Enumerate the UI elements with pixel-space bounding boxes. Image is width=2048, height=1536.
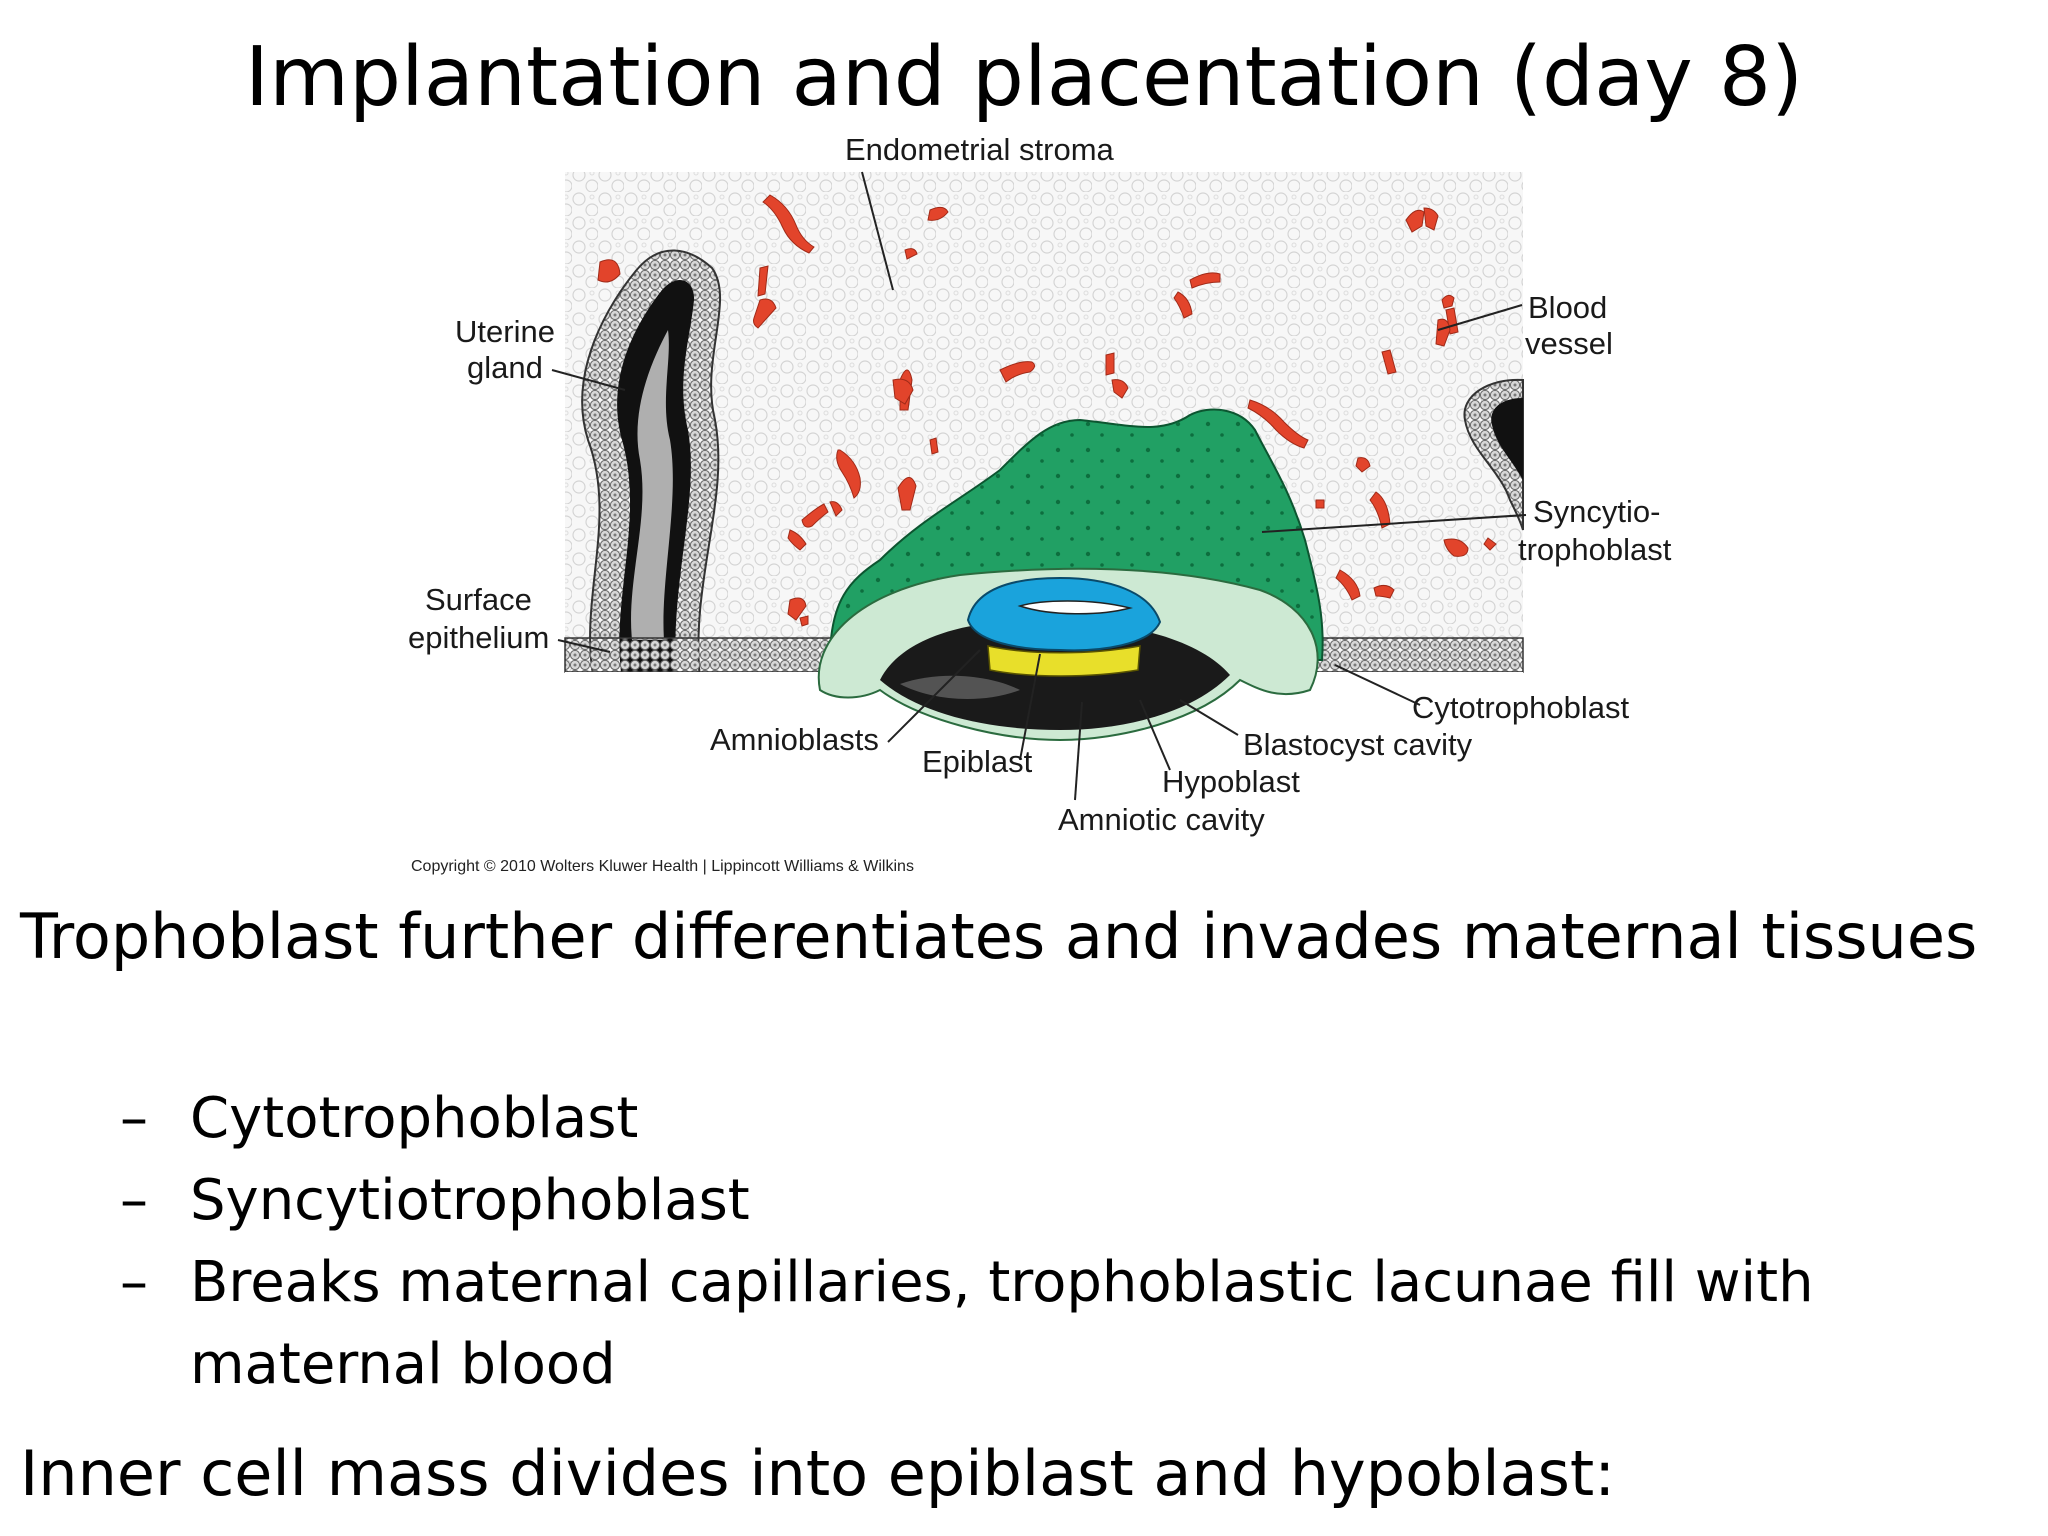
sub-point: – Syncytiotrophoblast (120, 1160, 2000, 1242)
diagram-labels: Endometrial stroma Uterine gland Blood v… (408, 132, 1672, 837)
uterine-gland-right (1463, 378, 1524, 531)
copyright-notice: Copyright © 2010 Wolters Kluwer Health |… (411, 858, 914, 875)
label-hypoblast: Hypoblast (1162, 764, 1300, 799)
epiblast (966, 576, 1162, 652)
label-cytotrophoblast: Cytotrophoblast (1412, 690, 1630, 725)
label-epiblast: Epiblast (922, 744, 1033, 779)
dash-marker: – (120, 1250, 148, 1315)
label-blood-vessel-line1: Blood (1528, 290, 1607, 325)
main-point: Trophoblast further differentiates and i… (20, 900, 1978, 973)
second-point: Inner cell mass divides into epiblast an… (20, 1437, 1616, 1510)
leader-lines (551, 171, 1527, 801)
dash-marker: – (120, 1168, 148, 1233)
sub-point-list: – Cytotrophoblast – Syncytiotrophoblast … (120, 1078, 2000, 1406)
label-syncytio-line2: trophoblast (1518, 532, 1672, 567)
label-amnioblasts: Amnioblasts (710, 722, 879, 757)
sub-point-text: Syncytiotrophoblast (190, 1168, 750, 1233)
sub-point-text: Cytotrophoblast (190, 1086, 639, 1151)
hypoblast (987, 645, 1141, 677)
label-syncytio-line1: Syncytio- (1533, 494, 1660, 529)
label-blastocyst-cavity: Blastocyst cavity (1243, 727, 1473, 762)
sub-point: – Cytotrophoblast (120, 1078, 2000, 1160)
blood-vessels (597, 194, 1497, 627)
amniotic-cavity (1017, 600, 1131, 615)
implantation-diagram: Endometrial stroma Uterine gland Blood v… (408, 132, 1672, 875)
endometrial-stroma (565, 172, 1523, 680)
slide-title: Implantation and placentation (day 8) (244, 30, 1804, 125)
label-uterine-gland-line2: gland (467, 350, 543, 385)
sub-point: – Breaks maternal capillaries, trophobla… (120, 1242, 2000, 1406)
dash-marker: – (120, 1086, 148, 1151)
sub-point-text: Breaks maternal capillaries, trophoblast… (190, 1250, 1814, 1397)
uterine-gland (581, 249, 722, 681)
label-blood-vessel-line2: vessel (1525, 326, 1613, 361)
label-surface-epithelium-line1: Surface (425, 582, 532, 617)
label-amniotic-cavity: Amniotic cavity (1058, 802, 1265, 837)
label-surface-epithelium-line2: epithelium (408, 620, 549, 655)
label-uterine-gland-line1: Uterine (455, 314, 555, 349)
label-endometrial-stroma: Endometrial stroma (845, 132, 1115, 167)
